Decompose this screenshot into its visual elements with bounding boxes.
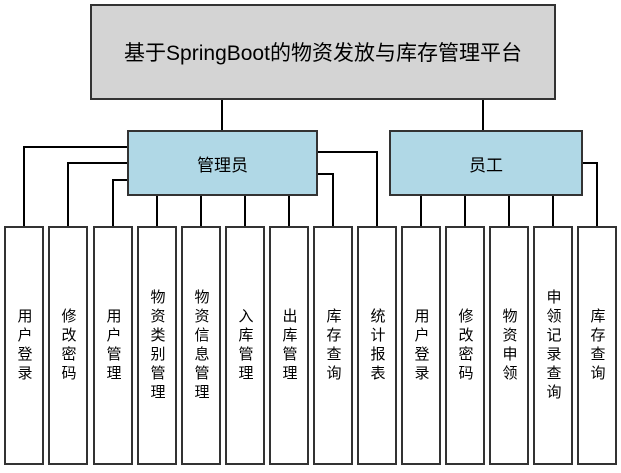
- node-admin-outbound-management: 出库管理: [269, 226, 309, 465]
- node-label: 库存查询: [324, 307, 342, 384]
- node-label: 修改密码: [456, 307, 474, 384]
- node-role-staff: 员工: [389, 130, 583, 196]
- node-label: 用户登录: [412, 307, 430, 384]
- node-label: 申领记录查询: [544, 288, 562, 403]
- platform-title-node: 基于SpringBoot的物资发放与库存管理平台: [90, 4, 556, 100]
- node-staff-request-record-query: 申领记录查询: [533, 226, 573, 465]
- node-label: 物资申领: [500, 307, 518, 384]
- node-label: 修改密码: [59, 307, 77, 384]
- node-label: 用户登录: [15, 307, 33, 384]
- node-label: 入库管理: [236, 307, 254, 384]
- node-label: 出库管理: [280, 307, 298, 384]
- node-role-admin: 管理员: [127, 130, 318, 196]
- role-admin-label: 管理员: [197, 155, 248, 175]
- node-admin-material-category-management: 物资类别管理: [137, 226, 177, 465]
- node-label: 统计报表: [368, 307, 386, 384]
- node-admin-inventory-query: 库存查询: [313, 226, 353, 465]
- node-admin-statistics-report: 统计报表: [357, 226, 397, 465]
- node-admin-change-password: 修改密码: [48, 226, 88, 465]
- node-label: 用户管理: [104, 307, 122, 384]
- node-admin-inbound-management: 入库管理: [225, 226, 265, 465]
- node-staff-inventory-query: 库存查询: [577, 226, 617, 465]
- node-label: 物资信息管理: [192, 288, 210, 403]
- node-staff-change-password: 修改密码: [445, 226, 485, 465]
- node-label: 库存查询: [588, 307, 606, 384]
- node-staff-user-login: 用户登录: [401, 226, 441, 465]
- node-label: 物资类别管理: [148, 288, 166, 403]
- node-admin-user-login: 用户登录: [4, 226, 44, 465]
- platform-title-label: 基于SpringBoot的物资发放与库存管理平台: [124, 42, 522, 65]
- node-admin-user-management: 用户管理: [93, 226, 133, 465]
- node-staff-material-request: 物资申领: [489, 226, 529, 465]
- role-staff-label: 员工: [469, 155, 503, 175]
- node-admin-material-info-management: 物资信息管理: [181, 226, 221, 465]
